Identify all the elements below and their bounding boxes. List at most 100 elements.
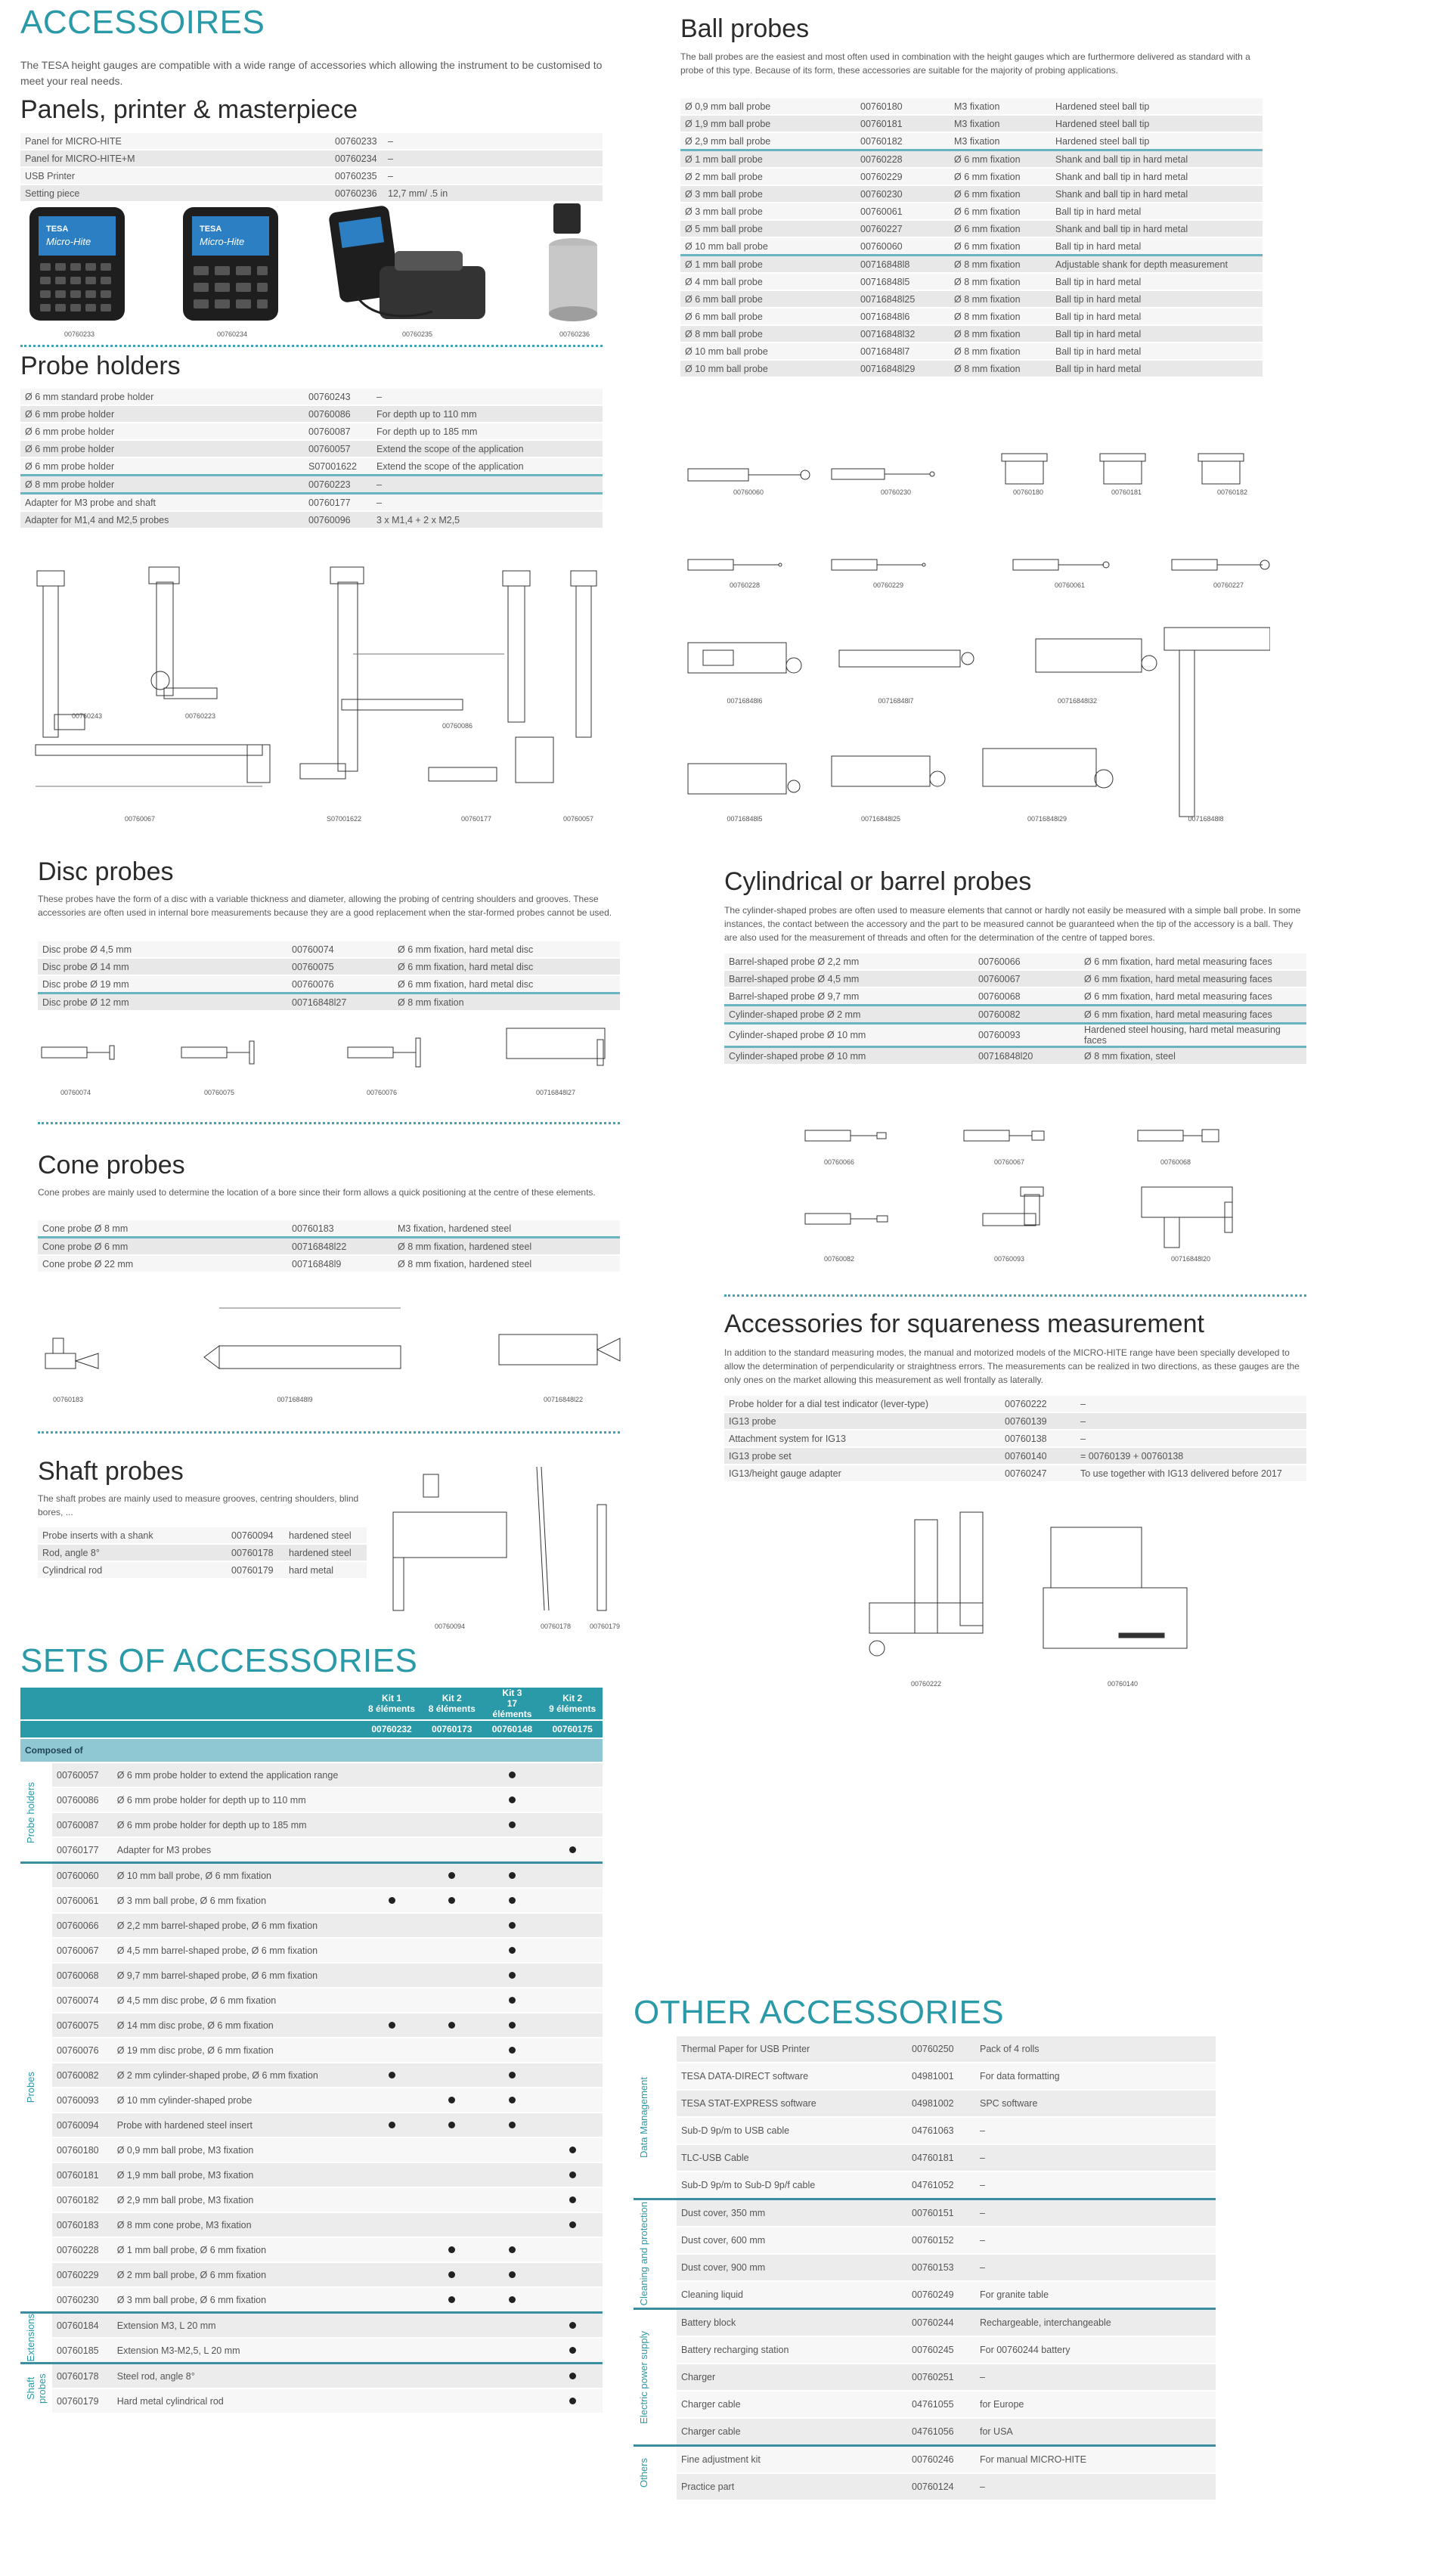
table-cell: 00760243 [304,389,372,406]
item-code: 00760067 [52,1938,113,1964]
item-desc: Ø 10 mm ball probe, Ø 6 mm fixation [112,1861,362,1889]
caption-00760230: 00760230 [880,488,912,496]
table-cell: Probe holder for a dial test indicator (… [724,1396,1000,1413]
table-cell: Ø 8 mm fixation [950,290,1051,308]
included-dot-icon [448,2121,456,2128]
table-cell: Ø 3 mm ball probe [680,185,856,203]
table-cell: Ø 8 mm fixation, hardened steel [393,1236,620,1256]
table-cell: 00760230 [856,185,950,203]
table-cell: Ø 6 mm fixation, hard metal disc [393,941,620,959]
table-cell: Ø 6 mm fixation [950,185,1051,203]
kit-elements: 17 éléments [492,1698,532,1719]
kit-mark [421,2038,482,2063]
table-cell: Ball tip in hard metal [1051,308,1263,326]
table-cell: For depth up to 185 mm [372,423,603,441]
table-cell: For depth up to 110 mm [372,405,603,423]
kit-mark [361,2162,422,2188]
kit-code: 00760175 [542,1720,603,1739]
kit-mark [542,1812,603,1838]
table-cell: 00760060 [856,237,950,256]
table-cell: M3 fixation [950,98,1051,116]
included-dot-icon [508,2071,516,2078]
included-dot-icon [508,2021,516,2029]
table-cell: 00716848l9 [287,1255,393,1273]
accessory-code: 04761052 [907,2171,975,2200]
kit-mark [361,1812,422,1838]
included-dot-icon [569,2146,576,2153]
kit-mark [482,2063,543,2088]
caption-00760061: 00760061 [1054,581,1086,589]
cone-probes-title: Cone probes [38,1151,185,1180]
shaft-probes-intro: The shaft probes are mainly used to meas… [38,1493,359,1517]
kit-mark [421,2262,482,2288]
item-desc: Ø 14 mm disc probe, Ø 6 mm fixation [112,2013,362,2038]
table-cell: 00760180 [856,98,950,116]
table-cell: 00716848l8 [856,254,950,274]
caption-00760068: 00760068 [1160,1158,1191,1166]
included-dot-icon [508,1921,516,1929]
setting-piece-image [543,200,603,325]
table-cell: 00760183 [287,1220,393,1238]
table-cell: Ø 8 mm fixation [950,308,1051,326]
kit-mark [542,2262,603,2288]
table-cell: Ø 6 mm fixation, hard metal measuring fa… [1080,987,1306,1006]
kit-mark [542,2237,603,2263]
other-title: OTHER ACCESSORIES [634,1994,1005,2031]
table-cell: – [372,474,603,494]
kit-mark [421,2063,482,2088]
caption-00760228: 00760228 [729,581,761,589]
table-cell: Ø 6 mm fixation, hard metal measuring fa… [1080,953,1306,971]
kit-name: Kit 3 [502,1688,522,1698]
group-label-text: Data Management [638,2076,649,2158]
accessory-name: Sub-D 9p/m to USB cable [677,2117,907,2145]
kit-mark [482,2388,543,2414]
item-code: 00760087 [52,1812,113,1838]
item-desc: Ø 1,9 mm ball probe, M3 fixation [112,2162,362,2188]
item-code: 00760075 [52,2013,113,2038]
table-cell: Barrel-shaped probe Ø 4,5 mm [724,970,974,988]
caption-00716848l29: 00716848l29 [1027,815,1067,823]
panel-m-model-label: Micro-Hite [200,236,244,247]
table-cell: Barrel-shaped probe Ø 2,2 mm [724,953,974,971]
included-dot-icon [508,2246,516,2253]
included-dot-icon [388,2121,395,2128]
table-cell: 00760140 [1000,1447,1076,1465]
kit-mark [421,2013,482,2038]
group-label-text: Extensions [25,2314,36,2362]
item-code: 00760057 [52,1762,113,1788]
caption-00760057: 00760057 [562,815,594,823]
caption-00716848l22: 00716848l22 [543,1396,584,1403]
included-dot-icon [448,2096,456,2103]
table-cell: Ø 5 mm ball probe [680,220,856,238]
item-code: 00760180 [52,2137,113,2163]
table-cell: 00760182 [856,132,950,151]
included-dot-icon [448,2295,456,2303]
caption-00760229: 00760229 [872,581,904,589]
kit-mark [542,1988,603,2013]
table-cell: Ball tip in hard metal [1051,273,1263,291]
item-code: 00760086 [52,1787,113,1813]
table-cell: 00760068 [974,987,1080,1006]
squareness-intro: In addition to the standard measuring mo… [724,1347,1300,1385]
accessory-code: 04981002 [907,2090,975,2118]
kit-mark [421,2338,482,2364]
table-cell: 00760096 [304,511,372,529]
caption-00760178: 00760178 [540,1623,572,1630]
usb-printer-image [327,206,500,327]
table-cell: = 00760139 + 00760138 [1076,1447,1306,1465]
table-cell: – [383,167,603,185]
kit-mark [542,2063,603,2088]
table-cell: Adapter for M1,4 and M2,5 probes [20,511,304,529]
kit-name: Kit 2 [562,1693,583,1703]
